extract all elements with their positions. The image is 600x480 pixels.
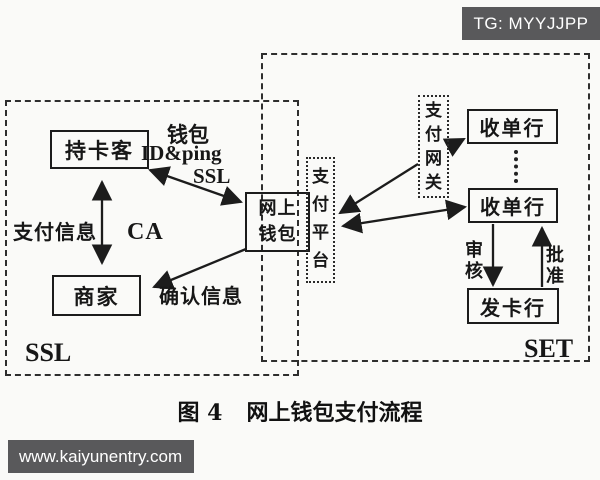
figure-caption: 图 4 网上钱包支付流程 xyxy=(130,395,470,427)
node-acquirer-2: 收单行 xyxy=(468,188,558,223)
online-wallet-label: 网上钱包 xyxy=(258,198,297,245)
edge-platform-acquirer2 xyxy=(340,199,468,234)
confirm-info-label: 确认信息 xyxy=(159,284,243,308)
figure-number: 图 4 xyxy=(177,400,223,426)
approve-label: 批准 xyxy=(546,245,564,287)
site-watermark: www.kaiyunentry.com xyxy=(8,440,194,473)
ellipsis-dots xyxy=(514,150,518,183)
payment-info-label: 支付信息 xyxy=(13,220,97,244)
wallet-id-label-line3: SSL xyxy=(193,164,231,188)
ssl-zone-box xyxy=(5,100,299,376)
node-cardholder: 持卡客 xyxy=(50,130,149,169)
node-payment-platform: 支付平台 xyxy=(306,157,335,283)
set-zone-box xyxy=(261,53,590,362)
node-payment-gateway: 支付网关 xyxy=(418,95,449,198)
ca-label: CA xyxy=(127,219,164,245)
wallet-id-label-line1: 钱包 xyxy=(167,122,209,147)
set-zone-label: SET xyxy=(524,334,574,363)
edge-wallet-merchant xyxy=(152,247,247,290)
ssl-zone-label: SSL xyxy=(25,338,72,367)
node-issuer: 发卡行 xyxy=(467,288,559,324)
wallet-id-label-line2: ID&ping xyxy=(141,141,222,165)
node-merchant: 商家 xyxy=(52,275,141,316)
figure-title: 网上钱包支付流程 xyxy=(246,400,423,426)
review-label: 审核 xyxy=(465,240,483,282)
edge-cardholder-wallet xyxy=(148,166,243,206)
tg-badge: TG: MYYJJPP xyxy=(462,7,600,40)
node-online-wallet: 网上钱包 xyxy=(245,192,310,252)
node-acquirer-1: 收单行 xyxy=(467,109,558,144)
edge-gateway-acquirer1 xyxy=(442,137,466,157)
